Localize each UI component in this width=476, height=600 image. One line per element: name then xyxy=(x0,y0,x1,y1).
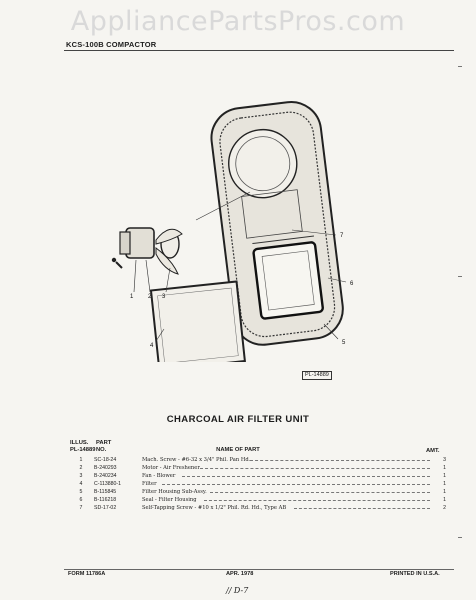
table-row: 6 B-116218 Seal - Filter Housing 1 xyxy=(70,496,448,504)
illus-number: 3 xyxy=(79,473,83,479)
callout-number: 4 xyxy=(150,343,154,349)
filter-housing-illustration xyxy=(210,100,344,346)
amount-column-header: AMT. xyxy=(426,448,440,454)
margin-tick xyxy=(458,276,462,277)
callout-number: 7 xyxy=(340,233,344,239)
leader-dots xyxy=(204,500,430,501)
screw-illustration xyxy=(111,257,123,269)
part-amount: 1 xyxy=(443,489,446,495)
leader-dots xyxy=(182,476,430,477)
footer-divider xyxy=(64,569,454,570)
motor-fan-illustration xyxy=(119,227,183,275)
illus-number: 1 xyxy=(79,457,83,463)
part-amount: 1 xyxy=(443,481,446,487)
table-row: 5 B-115845 Filter Housing Sub-Assy. 1 xyxy=(70,488,448,496)
part-name: Motor - Air Freshener xyxy=(142,465,200,471)
charcoal-filter-illustration xyxy=(149,280,246,362)
header-divider xyxy=(64,50,454,51)
figure-id-label: PL-14889 xyxy=(302,371,332,380)
part-amount: 1 xyxy=(443,497,446,503)
part-amount: 1 xyxy=(443,465,446,471)
callout-number: 5 xyxy=(342,340,346,346)
part-number: SD-17-02 xyxy=(94,505,117,511)
table-row: 7 SD-17-02 Self-Tapping Screw - #10 x 1/… xyxy=(70,504,448,512)
callout-number: 3 xyxy=(162,294,166,300)
printed-in-label: PRINTED IN U.S.A. xyxy=(390,571,440,577)
table-row: 4 C-113880-1 Filter 1 xyxy=(70,480,448,488)
illus-number: 2 xyxy=(79,465,83,471)
name-column-header: NAME OF PART xyxy=(216,447,260,453)
part-name: Self-Tapping Screw - #10 x 1/2" Phil. Rd… xyxy=(142,505,287,511)
leader-dots xyxy=(162,484,430,485)
part-name: Seal - Filter Housing xyxy=(142,497,197,503)
part-number: B-240234 xyxy=(94,473,117,479)
margin-tick xyxy=(458,66,462,67)
part-number: SC-18-24 xyxy=(94,457,117,463)
model-title: KCS-100B COMPACTOR xyxy=(66,40,157,49)
illus-number: 5 xyxy=(79,489,83,495)
exploded-view-diagram: 7 6 4 3 5 1 2 xyxy=(111,100,354,362)
leader-dots xyxy=(250,460,430,461)
part-name: Mach. Screw - #6-32 x 3/4" Phil. Pan Hd. xyxy=(142,457,251,463)
callout-number: 6 xyxy=(350,281,354,287)
part-number: B-115845 xyxy=(94,489,117,495)
table-row: 1 SC-18-24 Mach. Screw - #6-32 x 3/4" Ph… xyxy=(70,456,448,464)
parts-table: 1 SC-18-24 Mach. Screw - #6-32 x 3/4" Ph… xyxy=(70,456,448,512)
leader-dots xyxy=(210,492,430,493)
part-number: B-116218 xyxy=(94,497,117,503)
illus-number: 7 xyxy=(79,505,83,511)
part-column-header: PART NO. xyxy=(96,440,112,453)
part-amount: 2 xyxy=(443,505,446,511)
callout-number: 1 xyxy=(130,294,134,300)
part-amount: 3 xyxy=(443,457,446,463)
part-number: C-113880-1 xyxy=(94,481,122,487)
illus-number: 6 xyxy=(79,497,83,503)
table-row: 3 B-240234 Fan - Blower 1 xyxy=(70,472,448,480)
callout-number: 2 xyxy=(148,294,152,300)
print-date: APR. 1978 xyxy=(226,571,254,577)
part-name: Filter xyxy=(142,481,157,487)
leader-dots xyxy=(200,468,430,469)
margin-tick xyxy=(458,537,462,538)
handwritten-note: // D-7 xyxy=(226,586,249,595)
table-row: 2 B-240293 Motor - Air Freshener 1 xyxy=(70,464,448,472)
illus-column-header: ILLUS. PL-14889 xyxy=(70,440,96,453)
unit-title: CHARCOAL AIR FILTER UNIT xyxy=(166,414,310,425)
part-name: Fan - Blower xyxy=(142,473,176,479)
part-number: B-240293 xyxy=(94,465,117,471)
form-number: FORM 11786A xyxy=(68,571,106,577)
part-amount: 1 xyxy=(443,473,446,479)
leader-dots xyxy=(294,508,430,509)
watermark-text: AppliancePartsPros.com xyxy=(70,6,406,37)
part-name: Filter Housing Sub-Assy. xyxy=(142,489,207,495)
illus-number: 4 xyxy=(79,481,83,487)
